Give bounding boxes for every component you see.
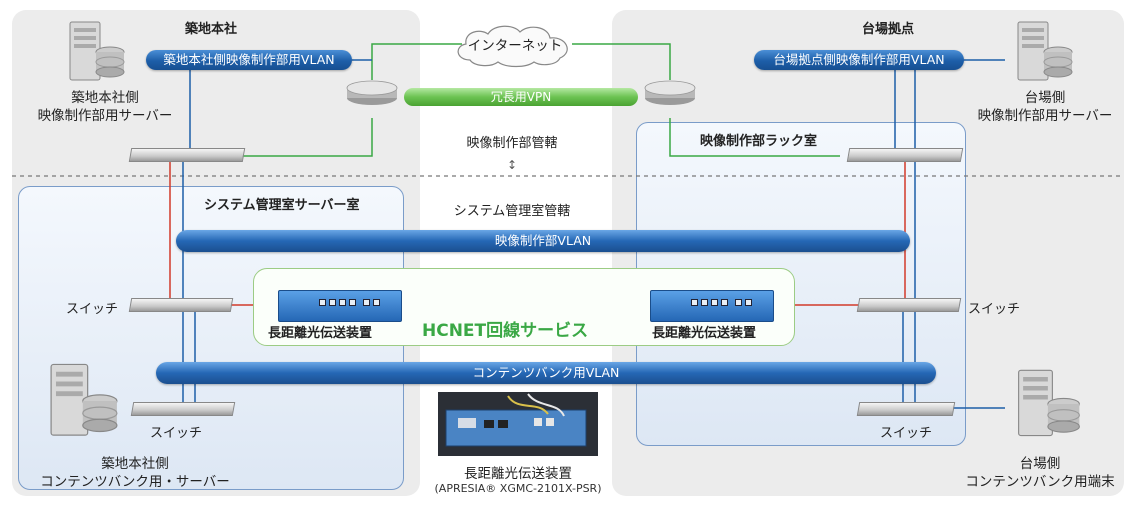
right-mid-switch xyxy=(856,298,962,312)
left-top-vlan: 築地本社側映像制作部用VLAN xyxy=(146,50,352,70)
left-top-server-label-1: 築地本社側 xyxy=(71,90,139,106)
left-top-server-label-2: 映像制作部用サーバー xyxy=(37,108,173,124)
photo-caption: 長距離光伝送装置 xyxy=(464,466,572,482)
right-router-icon xyxy=(644,80,696,105)
right-top-server-label-2: 映像制作部用サーバー xyxy=(977,108,1113,124)
jurisdiction-arrow-icon: ↕ xyxy=(506,158,518,172)
video-vlan: 映像制作部VLAN xyxy=(176,230,910,252)
right-optical-device-icon xyxy=(650,290,774,322)
left-bottom-server-label-1: 築地本社側 xyxy=(101,456,169,472)
left-mid-switch xyxy=(128,298,234,312)
right-bottom-terminal-icon xyxy=(1018,369,1080,437)
right-router-link xyxy=(669,118,840,157)
right-bottom-terminal-label-1: 台場側 xyxy=(1019,456,1061,472)
rack-room-title: 映像制作部ラック室 xyxy=(700,134,818,149)
left-bottom-server-label-2: コンテンツバンク用・サーバー xyxy=(40,474,230,490)
right-mid-switch-label: スイッチ xyxy=(968,302,1021,317)
right-top-vlan: 台場拠点側映像制作部用VLAN xyxy=(754,50,964,70)
hcnet-service-label: HCNET回線サービス xyxy=(422,321,589,341)
left-top-switch xyxy=(128,148,246,162)
right-internet-link xyxy=(572,43,671,80)
right-optical-device-label: 長距離光伝送装置 xyxy=(652,326,757,341)
left-site-title: 築地本社 xyxy=(185,22,238,37)
left-bottom-server-icon xyxy=(50,363,118,436)
right-bottom-terminal-label-2: コンテンツバンク用端末 xyxy=(965,474,1115,490)
right-bottom-switch xyxy=(856,402,956,416)
left-optical-device-icon xyxy=(278,290,402,322)
right-site-title: 台場拠点 xyxy=(862,22,915,37)
left-top-server-icon xyxy=(69,21,125,81)
right-bottom-switch-label: スイッチ xyxy=(880,426,933,441)
video-jurisdiction-label: 映像制作部管轄 xyxy=(466,136,558,151)
right-top-server-label-1: 台場側 xyxy=(1024,90,1066,106)
system-jurisdiction-label: システム管理室管轄 xyxy=(453,204,571,219)
left-bottom-switch-label: スイッチ xyxy=(150,426,203,441)
left-bottom-switch xyxy=(130,402,236,416)
photo-model: (APRESIA® XGMC-2101X-PSR) xyxy=(434,482,602,495)
right-top-switch xyxy=(846,148,964,162)
optical-device-photo xyxy=(438,392,598,456)
system-room-title: システム管理室サーバー室 xyxy=(204,198,360,213)
left-mid-switch-label: スイッチ xyxy=(66,302,119,317)
right-top-server-icon xyxy=(1017,21,1073,81)
internet-cloud-icon xyxy=(457,25,568,68)
content-bank-vlan: コンテンツバンク用VLAN xyxy=(156,362,936,384)
left-router-icon xyxy=(346,80,398,105)
internet-label: インターネット xyxy=(467,38,563,54)
left-internet-link xyxy=(371,43,462,80)
left-router-link xyxy=(242,118,373,157)
left-optical-device-label: 長距離光伝送装置 xyxy=(268,326,373,341)
redundant-vpn: 冗長用VPN xyxy=(404,88,638,106)
